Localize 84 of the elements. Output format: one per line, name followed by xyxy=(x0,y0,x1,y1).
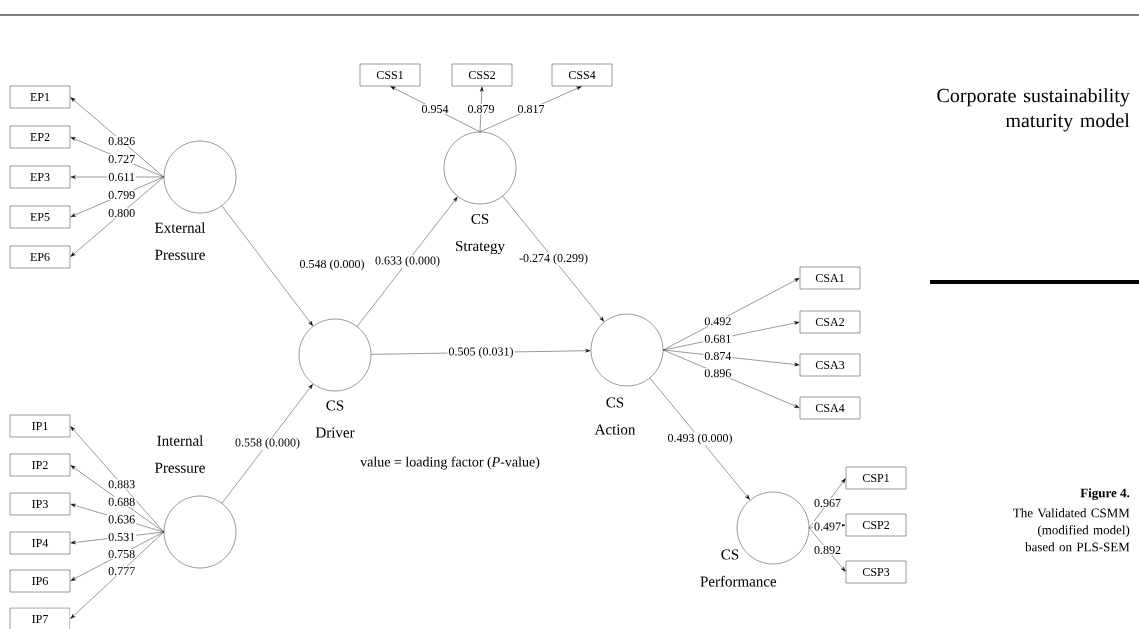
edge-label: 0.967 xyxy=(813,497,842,509)
edge-label: 0.531 xyxy=(107,531,137,543)
edge-label: 0.558 (0.000) xyxy=(234,437,301,450)
variable-label: CS Performance xyxy=(700,549,777,587)
arrow xyxy=(390,86,481,132)
arrow xyxy=(809,478,846,529)
edge-label: 0.879 xyxy=(466,103,496,115)
indicator-box: IP6 xyxy=(9,569,71,593)
variable-label: CS Driver xyxy=(315,400,355,438)
indicator-box: CSA1 xyxy=(799,266,861,290)
latent-variable-circle xyxy=(298,318,372,392)
edge-label: 0.493 (0.000) xyxy=(666,432,734,446)
arrow xyxy=(649,377,750,500)
indicator-box: EP1 xyxy=(9,85,71,109)
arrow xyxy=(663,278,800,351)
edge-label: 0.611 xyxy=(107,171,136,183)
indicator-box: EP6 xyxy=(9,245,71,269)
edge-label: 0.777 xyxy=(107,566,137,577)
indicator-box: IP4 xyxy=(9,531,71,555)
edge-label: 0.896 xyxy=(703,368,733,379)
edge-label: 0.874 xyxy=(703,350,733,362)
arrow xyxy=(357,196,458,327)
indicator-box: IP2 xyxy=(9,453,71,477)
latent-variable-circle xyxy=(443,131,517,205)
variable-label: Internal Pressure xyxy=(155,435,205,473)
arrow xyxy=(70,531,164,581)
edge-label: 0.497 xyxy=(813,521,842,532)
indicator-box: EP5 xyxy=(9,205,71,229)
latent-variable-circle xyxy=(590,313,664,387)
edge-label: 0.727 xyxy=(107,153,137,165)
figure-number: Figure 4. xyxy=(1080,488,1130,501)
indicator-box: IP1 xyxy=(9,414,71,438)
edge-label: 0.636 xyxy=(107,514,137,525)
arrow xyxy=(809,527,846,572)
indicator-box: CSS4 xyxy=(551,63,613,87)
edge-label: -0.274 (0.299) xyxy=(518,252,589,266)
arrow xyxy=(70,176,164,217)
indicator-box: CSP1 xyxy=(845,466,907,490)
indicator-box: CSS1 xyxy=(359,63,421,87)
edge-label: 0.681 xyxy=(703,333,733,344)
indicator-box: CSA2 xyxy=(799,310,861,334)
edge-label: 0.826 xyxy=(107,135,137,147)
indicator-box: CSP3 xyxy=(845,560,907,584)
arrow xyxy=(663,349,800,408)
arrow xyxy=(70,531,164,619)
variable-label: CS Action xyxy=(594,397,636,435)
indicator-box: CSA3 xyxy=(799,353,861,377)
indicator-box: CSP2 xyxy=(845,513,907,537)
arrow xyxy=(70,465,164,533)
edge-label: 0.758 xyxy=(107,549,137,560)
arrow xyxy=(479,86,484,132)
indicator-box: EP3 xyxy=(9,165,71,189)
indicator-box: CSS2 xyxy=(451,63,513,87)
variable-label: CS Strategy xyxy=(456,213,505,255)
indicator-box: IP7 xyxy=(9,607,71,629)
arrow xyxy=(70,426,164,533)
figure-caption: The Validated CSMM (modified model) based on PLS-SEM xyxy=(1013,508,1130,552)
arrow xyxy=(70,176,164,257)
edge-label: 0.688 xyxy=(107,496,137,507)
arrow xyxy=(70,97,164,178)
edge-label: 0.800 xyxy=(107,207,137,219)
arrow xyxy=(502,195,605,322)
arrow xyxy=(221,205,313,326)
edge-label: 0.505 (0.031) xyxy=(447,346,515,359)
edge-label: 0.817 xyxy=(516,103,546,115)
edge-label: 0.954 xyxy=(420,103,450,115)
edge-label: 0.892 xyxy=(813,544,842,556)
arrow xyxy=(70,137,164,178)
running-title: Corporate sustainability maturity model xyxy=(937,88,1130,132)
edge-label: 0.548 (0.000) xyxy=(299,259,364,271)
variable-label: External Pressure xyxy=(155,222,206,260)
edge-label: 0.799 xyxy=(107,189,137,201)
latent-variable-circle xyxy=(163,140,237,214)
indicator-box: CSA4 xyxy=(799,396,861,420)
edge-label: 0.633 (0.000) xyxy=(374,255,441,268)
indicator-box: IP3 xyxy=(9,492,71,516)
edge-label: 0.883 xyxy=(107,479,137,490)
note-text: value = loading factor (P-value) xyxy=(360,456,540,470)
latent-variable-circle xyxy=(163,495,237,569)
arrow xyxy=(221,384,313,504)
indicator-box: EP2 xyxy=(9,125,71,149)
edge-label: 0.492 xyxy=(703,316,733,327)
arrow xyxy=(479,86,582,132)
arrow xyxy=(663,349,800,367)
